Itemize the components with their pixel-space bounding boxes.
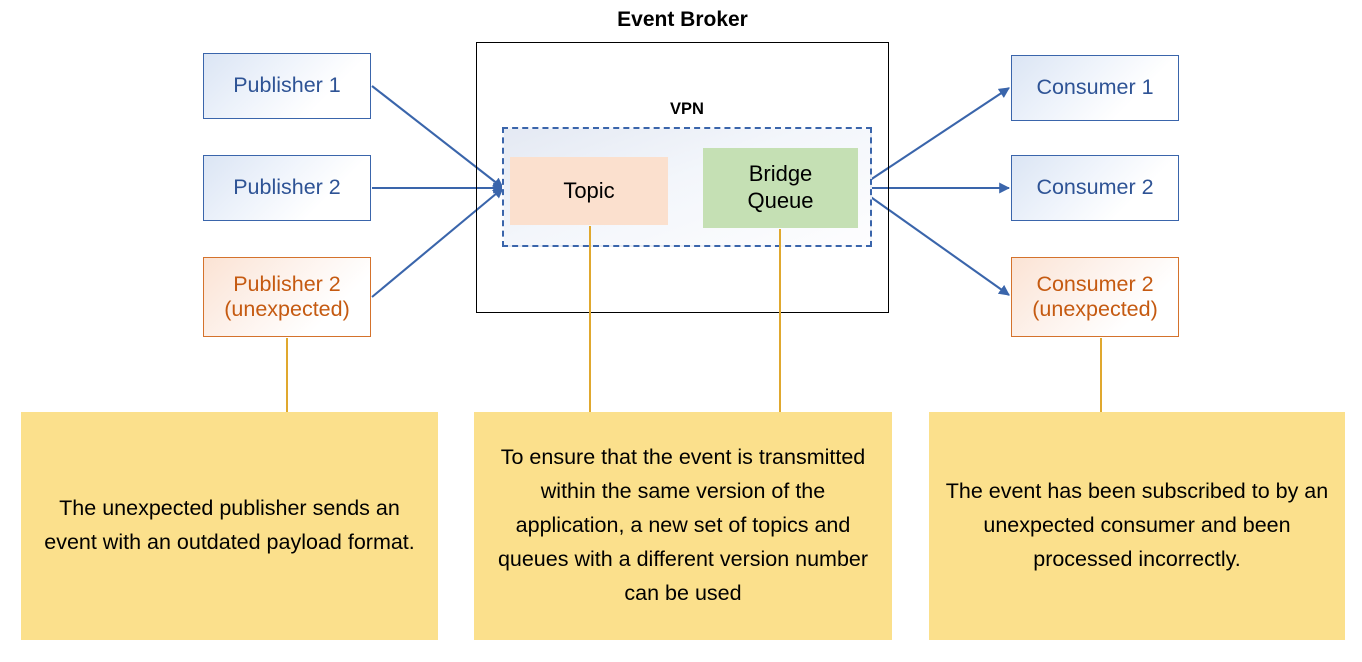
leader-line-bridge-queue-note (779, 229, 782, 413)
publisher-2-unexpected-box[interactable]: Publisher 2 (unexpected) (203, 257, 371, 337)
note-box-publisher: The unexpected publisher sends an event … (21, 412, 438, 640)
note-box-versioning: To ensure that the event is transmitted … (474, 412, 892, 640)
note-text-versioning: To ensure that the event is transmitted … (497, 445, 869, 605)
event-broker-container (476, 42, 889, 313)
note-text-publisher: The unexpected publisher sends an event … (44, 496, 415, 554)
consumer-2-box[interactable]: Consumer 2 (1011, 155, 1179, 221)
vpn-label: VPN (670, 100, 704, 118)
consumer-2-unexpected-box[interactable]: Consumer 2 (unexpected) (1011, 257, 1179, 337)
note-text-consumer: The event has been subscribed to by an u… (945, 479, 1329, 571)
publisher-1-box[interactable]: Publisher 1 (203, 53, 371, 119)
leader-line-consumer-note (1100, 338, 1103, 413)
topic-node[interactable]: Topic (510, 157, 668, 225)
event-broker-title: Event Broker (617, 8, 748, 31)
leader-line-publisher-note (286, 338, 289, 413)
leader-line-topic-note (589, 226, 592, 413)
consumer-1-box[interactable]: Consumer 1 (1011, 55, 1179, 121)
note-box-consumer: The event has been subscribed to by an u… (929, 412, 1345, 640)
bridge-queue-node[interactable]: Bridge Queue (703, 148, 858, 228)
publisher-2-box[interactable]: Publisher 2 (203, 155, 371, 221)
